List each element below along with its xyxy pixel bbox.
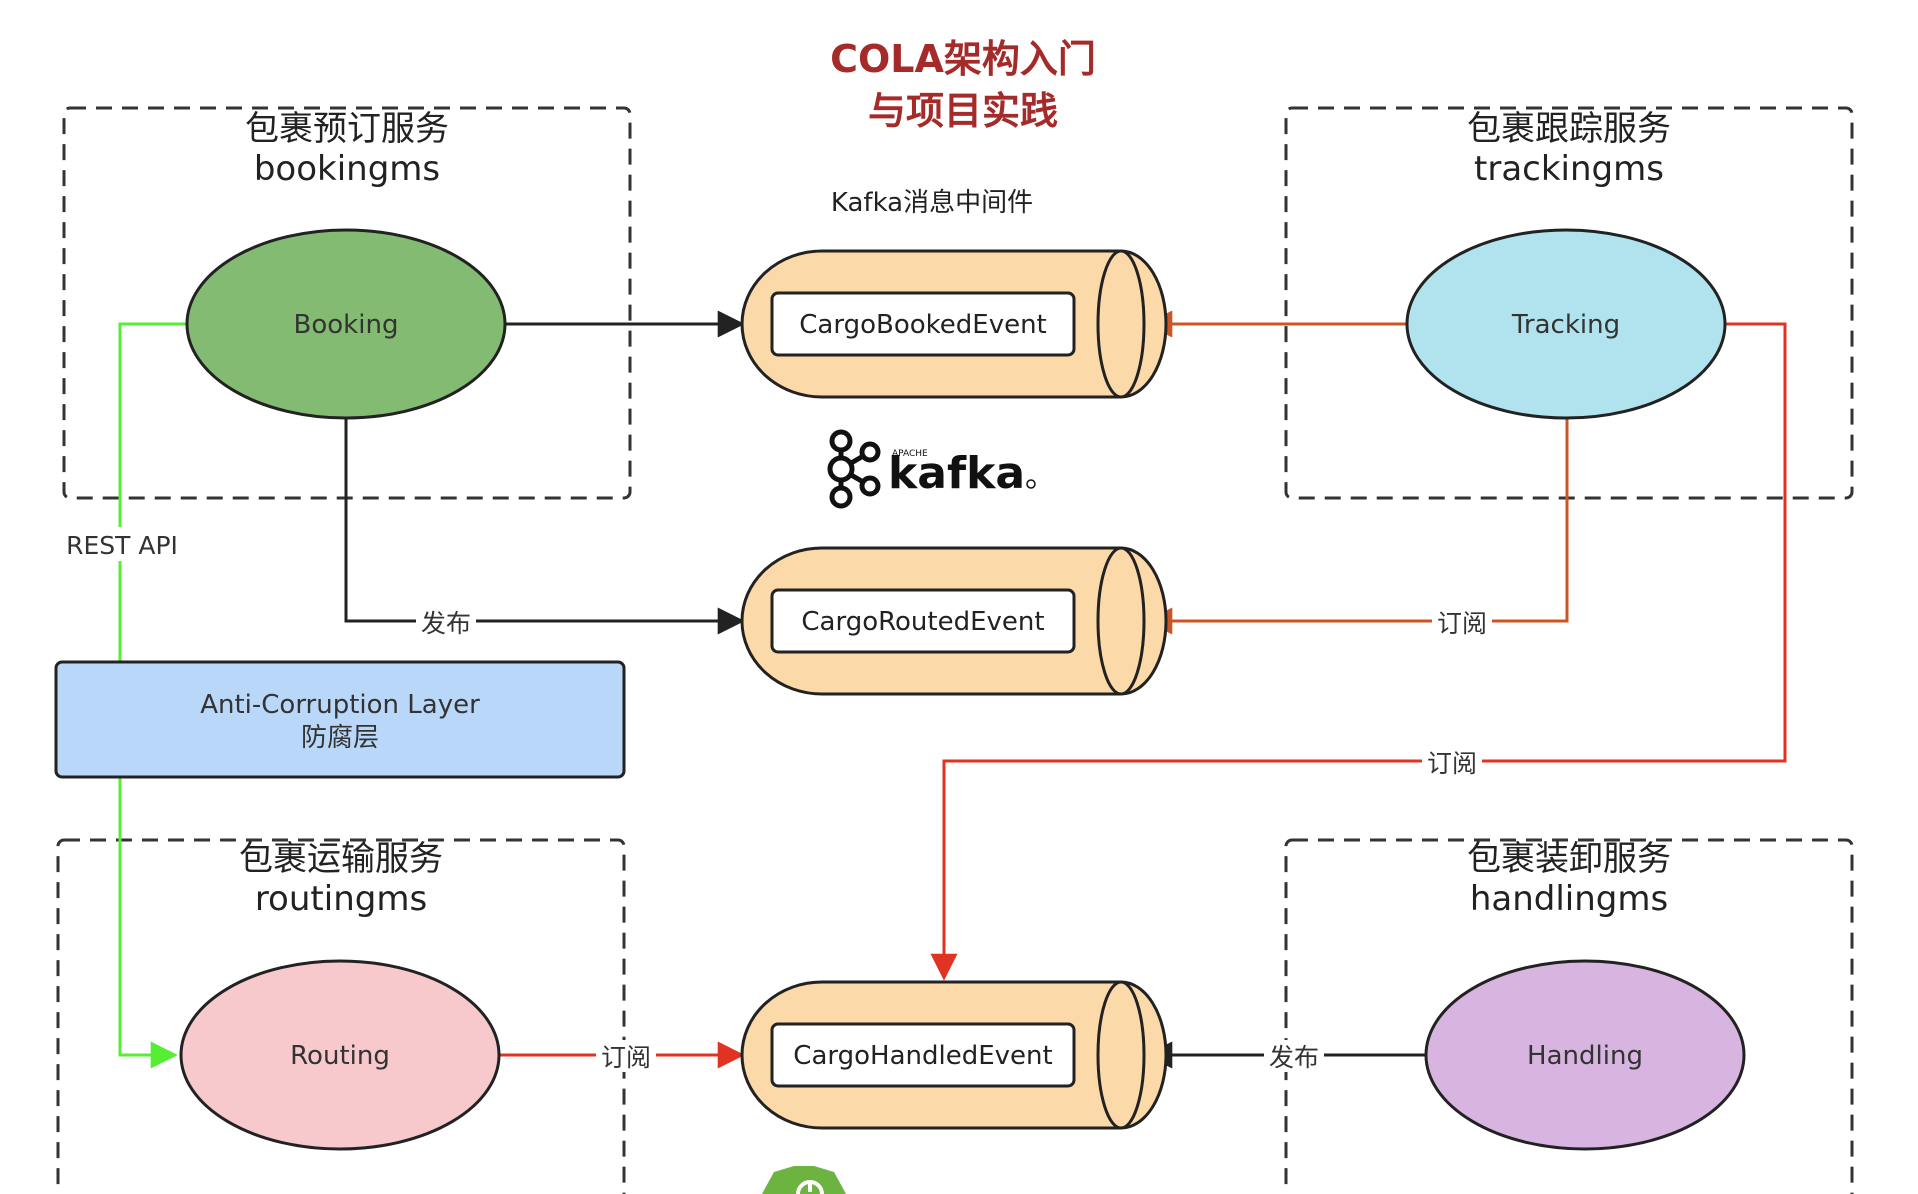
routing-node [179,959,501,1151]
cargo-booked-event-label: CargoBookedEvent [799,310,1047,340]
edge-acl-to-routing [118,777,178,1069]
tracking-service-name: 包裹跟踪服务 [1467,109,1671,149]
routing-subscribe-label-bg [596,1040,656,1072]
acl-box [54,660,626,779]
handling-node [1424,959,1746,1151]
registered-mark-icon [1026,479,1036,489]
cargo-booked-event-queue: CargoBookedEvent [740,249,1168,399]
tracking-subscribe-routed-label-bg [1432,606,1492,638]
booking-publish-label-bg [416,606,476,638]
tracking-subscribe-handled-label: 订阅 [1427,749,1477,778]
edge-tracking-to-handled [930,322,1787,981]
edge-booking-to-routed [344,418,745,635]
handling-service-id: handlingms [1470,879,1668,919]
tracking-subscribe-routed-label: 订阅 [1437,609,1487,638]
tracking-service-id: trackingms [1474,149,1664,189]
cargo-routed-event-label: CargoRoutedEvent [801,607,1044,637]
kafka-logo-apache: APACHE [892,449,928,459]
handling-service-name: 包裹装卸服务 [1467,839,1671,879]
tracking-node-label: Tracking [1511,310,1620,340]
kafka-caption: Kafka消息中间件 [831,188,1033,218]
tracking-subscribe-handled-label-bg [1422,746,1482,778]
handling-publish-label: 发布 [1269,1043,1319,1072]
acl-label-zh: 防腐层 [301,723,379,753]
acl-label-en: Anti-Corruption Layer [200,690,480,720]
edge-booking-rest-to-acl [118,322,187,662]
rest-api-label: REST API [66,531,178,560]
booking-service-id: bookingms [254,149,440,189]
routing-subscribe-label: 订阅 [601,1043,651,1072]
routing-service-id: routingms [255,879,427,919]
kafka-logo-icon [827,429,881,509]
booking-node [185,228,507,420]
spring-logo-icon [762,1166,846,1194]
tracking-service-box [1284,106,1854,500]
cargo-handled-event-queue: CargoHandledEvent [740,980,1168,1130]
booking-node-label: Booking [294,310,399,340]
handling-node-label: Handling [1527,1041,1643,1071]
title-line-1: COLA架构入门 [830,37,1096,81]
booking-publish-label: 发布 [421,609,471,638]
tracking-node [1405,228,1727,420]
booking-service-name: 包裹预订服务 [245,109,449,149]
rest-api-label-bg [62,527,182,561]
kafka-logo-text: kafka [888,448,1025,499]
title-line-2: 与项目实践 [868,89,1058,133]
kafka-logo: APACHE kafka [827,429,1036,509]
edge-tracking-to-routed [1145,418,1569,635]
handling-publish-label-bg [1264,1040,1324,1072]
routing-service-name: 包裹运输服务 [239,839,443,879]
cargo-routed-event-queue: CargoRoutedEvent [740,546,1168,696]
cargo-handled-event-label: CargoHandledEvent [793,1041,1052,1071]
routing-node-label: Routing [290,1041,390,1071]
